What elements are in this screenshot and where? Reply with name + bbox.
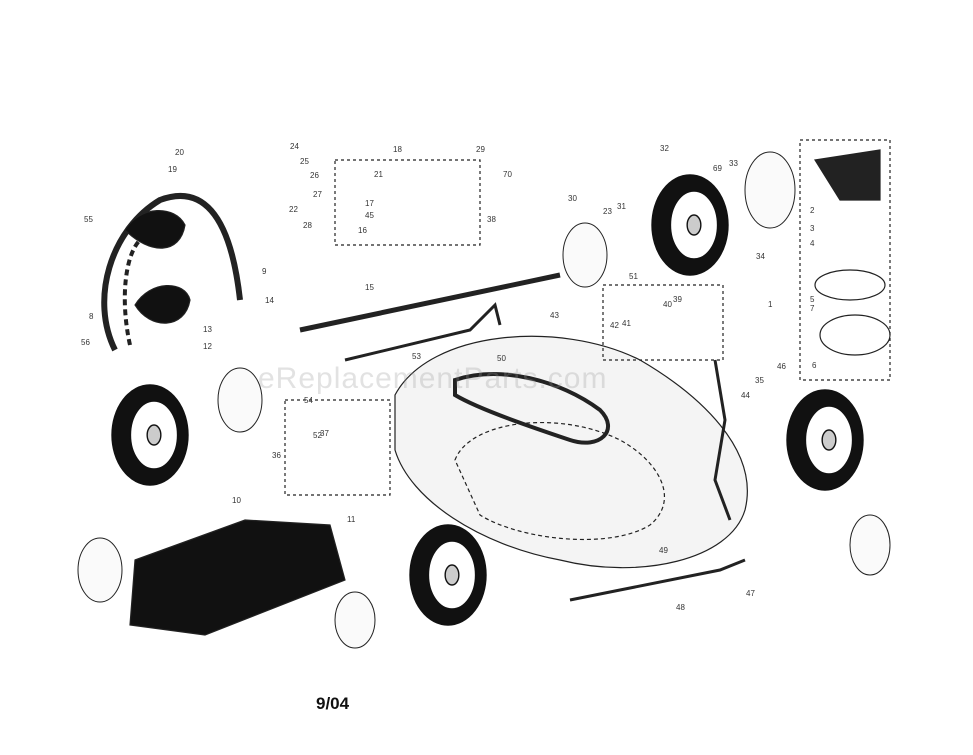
callout-19: 19 — [168, 165, 177, 174]
rear-flap — [129, 519, 346, 636]
callout-47: 47 — [746, 589, 755, 598]
callout-30: 30 — [568, 194, 577, 203]
callout-8: 8 — [89, 312, 94, 321]
callout-2: 2 — [810, 206, 815, 215]
callout-52: 52 — [313, 431, 322, 440]
callout-54: 54 — [304, 396, 313, 405]
rear-lever — [569, 558, 746, 602]
callout-26: 26 — [310, 171, 319, 180]
handle — [101, 193, 243, 352]
callout-11: 11 — [347, 515, 356, 524]
callout-34: 34 — [756, 252, 765, 261]
group-box-bearing-kit-front — [602, 284, 724, 361]
hubcap-disc — [744, 151, 796, 229]
mulch-plug-plate-2 — [819, 314, 891, 356]
mulch-plug-top — [814, 149, 881, 201]
callout-12: 12 — [203, 342, 212, 351]
callout-31: 31 — [617, 202, 626, 211]
callout-16: 16 — [358, 226, 367, 235]
callout-9: 9 — [262, 267, 267, 276]
wheel-hub — [146, 424, 162, 446]
callout-39: 39 — [673, 295, 682, 304]
callout-1: 1 — [768, 300, 773, 309]
callout-25: 25 — [300, 157, 309, 166]
mower-deck — [394, 335, 748, 569]
handle-knob-lower — [134, 285, 191, 324]
handle-lower — [122, 238, 142, 346]
callout-14: 14 — [265, 296, 274, 305]
drive-belt — [453, 372, 610, 445]
height-lever — [713, 359, 732, 521]
watermark-text: eReplacementParts.com — [258, 362, 608, 395]
callout-28: 28 — [303, 221, 312, 230]
callout-17: 17 — [365, 199, 374, 208]
callout-20: 20 — [175, 148, 184, 157]
callout-29: 29 — [476, 145, 485, 154]
wheel-hub — [686, 214, 702, 236]
callout-3: 3 — [810, 224, 815, 233]
callout-51: 51 — [629, 272, 638, 281]
callout-49: 49 — [659, 546, 668, 555]
callout-24: 24 — [290, 142, 299, 151]
callout-41: 41 — [622, 319, 631, 328]
callout-13: 13 — [203, 325, 212, 334]
hubcap-disc — [77, 537, 123, 603]
hubcap-disc — [334, 591, 376, 649]
callout-7: 7 — [810, 304, 815, 313]
callout-18: 18 — [393, 145, 402, 154]
callout-36: 36 — [272, 451, 281, 460]
group-box-bearing-kit-rear — [284, 399, 391, 496]
handle-knob-upper — [124, 210, 186, 249]
callout-6: 6 — [812, 361, 817, 370]
callout-45: 45 — [365, 211, 374, 220]
deck-inner — [454, 421, 666, 541]
wheel-hub — [444, 564, 460, 586]
callout-33: 33 — [729, 159, 738, 168]
callout-15: 15 — [365, 283, 374, 292]
callout-43: 43 — [550, 311, 559, 320]
wheel-hub — [821, 429, 837, 451]
callout-4: 4 — [810, 239, 815, 248]
callout-44: 44 — [741, 391, 750, 400]
rear-axle — [344, 302, 502, 362]
callout-10: 10 — [232, 496, 241, 505]
callout-55: 55 — [84, 215, 93, 224]
callout-38: 38 — [487, 215, 496, 224]
callout-46: 46 — [777, 362, 786, 371]
callout-21: 21 — [374, 170, 383, 179]
callout-70: 70 — [503, 170, 512, 179]
callout-35: 35 — [755, 376, 764, 385]
callout-48: 48 — [676, 603, 685, 612]
callout-32: 32 — [660, 144, 669, 153]
callout-23: 23 — [603, 207, 612, 216]
hubcap-disc — [562, 222, 608, 288]
callout-42: 42 — [610, 321, 619, 330]
callout-5: 5 — [810, 295, 815, 304]
callout-37: 37 — [320, 429, 329, 438]
callout-56: 56 — [81, 338, 90, 347]
mulch-plug-plate — [814, 269, 886, 301]
hubcap-disc — [217, 367, 263, 433]
callout-27: 27 — [313, 190, 322, 199]
callout-40: 40 — [663, 300, 672, 309]
callout-22: 22 — [289, 205, 298, 214]
hubcap-disc — [849, 514, 891, 576]
callout-50: 50 — [497, 354, 506, 363]
drive-shaft — [299, 272, 561, 333]
diagram-date: 9/04 — [316, 694, 350, 713]
callout-53: 53 — [412, 352, 421, 361]
group-box-transmission — [334, 159, 481, 246]
group-box-plug — [799, 139, 891, 381]
callout-69: 69 — [713, 164, 722, 173]
